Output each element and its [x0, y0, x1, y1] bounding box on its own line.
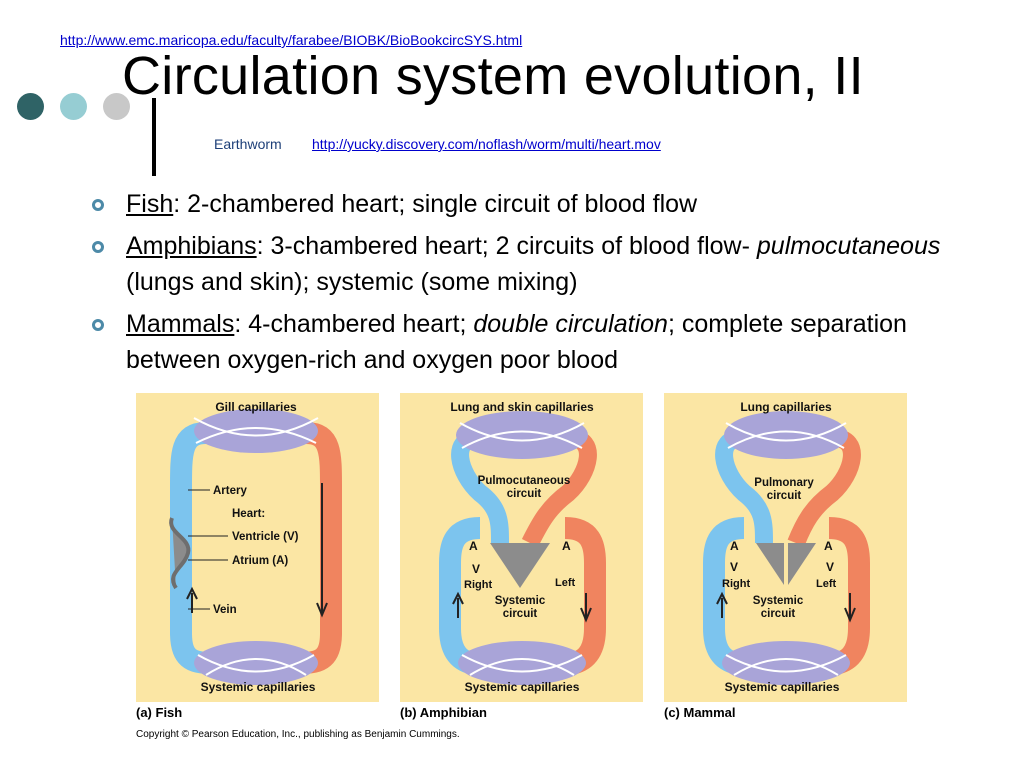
label-systemic: Systemic [495, 595, 546, 607]
label-pulmonary: Pulmonary [754, 477, 814, 489]
capillary-mesh [193, 417, 319, 676]
bullet-ring-icon [92, 319, 104, 331]
caption-fish: (a) Fish [136, 705, 183, 720]
italic-term: pulmocutaneous [756, 232, 941, 260]
bullet-text: ; complete separation between oxygen-ric… [126, 310, 907, 374]
mammal-circulation-diagram: Lung capillaries Pulmonary circuit A A V… [703, 400, 870, 694]
label-ventricle: V [472, 562, 480, 576]
label-ventricle-right: V [826, 560, 834, 574]
bullet-amphibians: Amphibians: 3-chambered heart; 2 circuit… [92, 228, 992, 300]
title-decoration-bar [152, 98, 156, 176]
capillary-mesh [725, 422, 847, 676]
decor-dot-gray [103, 93, 130, 120]
pulmonary-vessel-blue [715, 429, 773, 544]
systemic-vessel-red [827, 517, 870, 676]
amphibian-circulation-diagram: Lung and skin capillaries Pulmocutaneous… [439, 400, 606, 694]
bullet-text: : 3-chambered heart; 2 circuits of blood… [256, 232, 750, 260]
slide-title: Circulation system evolution, II [122, 46, 864, 106]
lung-capillary-bed [724, 411, 848, 459]
label-lung-skin-capillaries: Lung and skin capillaries [450, 400, 594, 414]
flow-arrow-icon [452, 591, 464, 618]
lung-skin-capillary-bed [456, 411, 588, 459]
panel-mammal: Lung capillaries Pulmonary circuit A A V… [664, 393, 907, 702]
label-ventricle: Ventricle (V) [232, 531, 299, 543]
bullet-mammals: Mammals: 4-chambered heart; double circu… [92, 306, 992, 378]
flow-arrow-icon [844, 593, 856, 623]
italic-term: double circulation [473, 310, 668, 338]
copyright-notice: Copyright © Pearson Education, Inc., pub… [136, 729, 460, 740]
label-ventricle-left: V [730, 560, 738, 574]
label-systemic-capillaries: Systemic capillaries [725, 680, 840, 694]
label-systemic-capillaries: Systemic capillaries [201, 680, 316, 694]
label-left: Left [816, 578, 837, 590]
label-circuit: circuit [761, 608, 796, 620]
term-amphibians: Amphibians [126, 232, 257, 260]
bullet-fish: Fish: 2-chambered heart; single circuit … [92, 186, 992, 222]
label-vein: Vein [213, 604, 237, 616]
label-atrium-left: A [469, 539, 478, 553]
label-atrium-left: A [730, 539, 739, 553]
bullet-text: : 2-chambered heart; single circuit of b… [173, 190, 698, 218]
flow-arrow-icon [580, 593, 592, 623]
term-mammals: Mammals [126, 310, 235, 338]
fish-circulation-diagram: Gill capillaries Artery Heart: Ventricle… [169, 400, 342, 694]
systemic-capillary-bed [194, 641, 318, 685]
label-systemic: Systemic [753, 595, 804, 607]
panel-fish: Gill capillaries Artery Heart: Ventricle… [136, 393, 379, 702]
systemic-capillary-bed [722, 641, 850, 685]
label-circuit: circuit [503, 608, 538, 620]
panel-amphibian: Lung and skin capillaries Pulmocutaneous… [400, 393, 643, 702]
label-gill-capillaries: Gill capillaries [215, 400, 297, 414]
label-artery: Artery [213, 485, 247, 497]
flow-arrow-icon [186, 586, 198, 613]
label-pulmocutaneous: Pulmocutaneous [478, 475, 571, 487]
earthworm-label: Earthworm [214, 136, 282, 152]
flow-arrow-icon [716, 591, 728, 618]
decor-dot-dark [17, 93, 44, 120]
systemic-vessel-blue [703, 517, 746, 676]
fish-heart [169, 517, 191, 590]
source-link[interactable]: http://www.emc.maricopa.edu/faculty/fara… [60, 32, 523, 48]
pulmonary-vessel-red [787, 429, 861, 547]
bullet-text: : 4-chambered heart; [234, 310, 474, 338]
amphibian-heart [490, 543, 550, 588]
label-left: Left [555, 577, 576, 589]
label-lung-capillaries: Lung capillaries [740, 400, 832, 414]
label-atrium-right: A [562, 539, 571, 553]
gill-capillary-bed [194, 409, 318, 453]
bullet-text: (lungs and skin); systemic (some mixing) [126, 268, 578, 296]
flow-arrow-icon [316, 483, 328, 618]
bullet-ring-icon [92, 241, 104, 253]
capillary-mesh [459, 422, 585, 676]
systemic-capillary-bed [458, 641, 586, 685]
caption-mammal: (c) Mammal [664, 705, 736, 720]
bullet-ring-icon [92, 199, 104, 211]
label-right: Right [722, 578, 750, 590]
mammal-heart [756, 543, 816, 585]
bullet-list: Fish: 2-chambered heart; single circuit … [92, 186, 992, 384]
label-systemic-capillaries: Systemic capillaries [465, 680, 580, 694]
pulmocutaneous-vessel-red [521, 429, 597, 548]
label-atrium: Atrium (A) [232, 555, 288, 567]
label-heart: Heart: [232, 508, 265, 520]
label-circuit: circuit [507, 488, 542, 500]
label-circuit: circuit [767, 490, 802, 502]
caption-amphibian: (b) Amphibian [400, 705, 487, 720]
decor-dot-teal [60, 93, 87, 120]
label-atrium-right: A [824, 539, 833, 553]
earthworm-video-link[interactable]: http://yucky.discovery.com/noflash/worm/… [312, 136, 661, 152]
term-fish: Fish [126, 190, 174, 218]
fish-vessel-red [300, 422, 342, 674]
label-right: Right [464, 579, 492, 591]
